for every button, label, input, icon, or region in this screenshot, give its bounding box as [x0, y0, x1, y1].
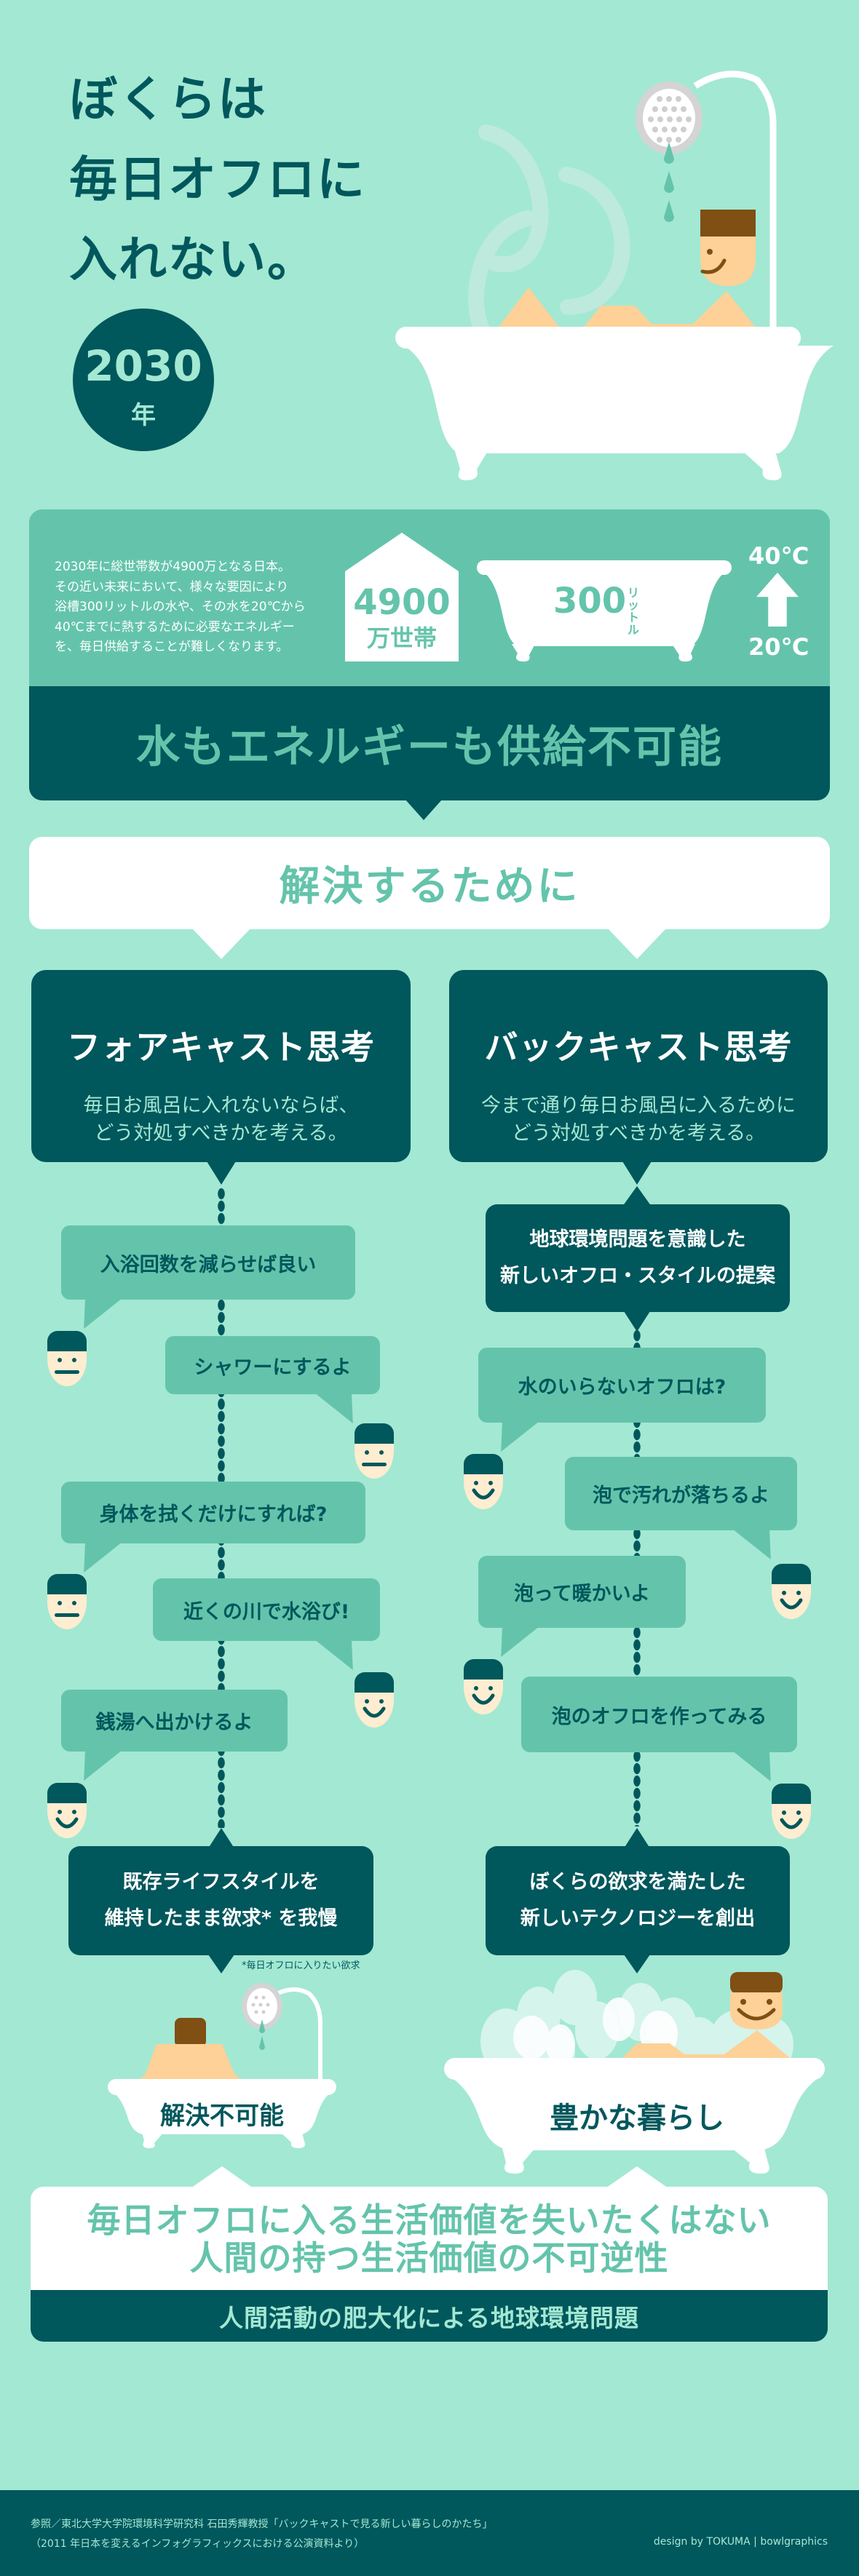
year-value: 2030 — [84, 341, 202, 391]
backcast-title: バックキャスト思考 — [484, 1027, 793, 1067]
forecast-bubble-3: 身体を拭くだけにすれば? — [61, 1482, 365, 1543]
result-line-1: 既存ライフスタイルを — [122, 1871, 320, 1893]
proposal-line-2: 新しいオフロ・スタイルの提案 — [500, 1265, 775, 1287]
pointer-icon — [208, 1828, 234, 1848]
backcast-bubble-3: 泡って暖かいよ — [478, 1556, 686, 1628]
forecast-header: フォアキャスト思考 毎日お風呂に入れないならば、 どう対処すべきかを考える。 — [31, 970, 411, 1162]
footnote: *毎日オフロに入りたい欲求 — [242, 1960, 360, 1971]
conclusion-box: 毎日オフロに入る生活価値を失いたくはない 人間の持つ生活価値の不可逆性 — [31, 2187, 828, 2290]
temp-low: 20℃ — [748, 633, 809, 661]
info-line: その近い未来において、様々な要因により — [55, 579, 289, 595]
bubble-tail — [314, 1639, 353, 1670]
bathtub-icon — [395, 327, 834, 480]
hero-title-line-1: ぼくらは — [69, 71, 267, 127]
footer: 参照／東北大学大学院環境科学研究科 石田秀輝教授「バックキャストで見る新しい暮ら… — [0, 2490, 859, 2576]
bubble-tail — [84, 1298, 122, 1329]
pointer-icon — [207, 1161, 236, 1185]
conclusion-line-2: 人間の持つ生活価値の不可逆性 — [189, 2238, 669, 2278]
conclusion-line-1: 毎日オフロに入る生活価値を失いたくはない — [87, 2201, 772, 2240]
person-back-icon — [134, 2018, 248, 2085]
info-line: 2030年に総世帯数が4900万となる日本。 — [55, 560, 291, 574]
face-icon — [47, 1331, 87, 1386]
backcast-bubble-2: 泡で汚れが落ちるよ — [565, 1457, 797, 1530]
bubble-tail — [501, 1421, 539, 1452]
pointer-icon — [192, 929, 250, 959]
forecast-desc-2: どう対処すべきかを考える。 — [94, 1122, 348, 1145]
forecast-result: 既存ライフスタイルを 維持したまま欲求* を我慢 — [68, 1846, 373, 1955]
face-icon — [355, 1672, 394, 1728]
backcast-bubble-1: 水のいらないオフロは? — [478, 1348, 766, 1423]
face-icon — [772, 1564, 811, 1619]
backcast-outcome: 豊かな暮らし — [550, 2102, 724, 2135]
result-line-2: 維持したまま欲求* を我慢 — [104, 1907, 338, 1930]
face-icon — [47, 1574, 87, 1629]
year-badge: 2030 年 — [73, 309, 214, 451]
forecast-bubble-2: シャワーにするよ — [165, 1336, 380, 1394]
bathtub-icon — [444, 2058, 825, 2174]
result-line-2: 新しいテクノロジーを創出 — [520, 1907, 756, 1930]
bubble-tail — [501, 1626, 539, 1657]
info-line: 40℃までに熱するために必要なエネルギー — [55, 619, 295, 635]
face-icon — [464, 1454, 503, 1509]
bath-volume: 300 — [553, 581, 627, 621]
forecast-bubble-1: 入浴回数を減らせば良い — [61, 1225, 355, 1300]
solve-heading: 解決するために — [29, 837, 830, 929]
forecast-title: フォアキャスト思考 — [67, 1027, 375, 1067]
reference-line-1: 参照／東北大学大学院環境科学研究科 石田秀輝教授「バックキャストで見る新しい暮ら… — [31, 2519, 493, 2530]
forecast-outcome: 解決不可能 — [160, 2102, 284, 2131]
bathtub-icon — [477, 560, 732, 662]
backcast-bubble-4: 泡のオフロを作ってみる — [521, 1677, 797, 1752]
info-line: を、毎日供給することが難しくなります。 — [55, 640, 289, 654]
pointer-icon — [624, 1311, 650, 1332]
hero-title-line-3: 入れない。 — [69, 231, 317, 287]
pointer-icon — [622, 1186, 652, 1206]
face-icon — [355, 1423, 394, 1479]
pointer-icon — [405, 800, 442, 820]
hero-bath-illustration — [395, 71, 834, 480]
bubble-tail — [84, 1542, 122, 1573]
backcast-proposal: 地球環境問題を意識した 新しいオフロ・スタイルの提案 — [486, 1204, 790, 1312]
bubble-tail — [84, 1750, 122, 1781]
face-icon — [464, 1659, 503, 1714]
backcast-desc-1: 今まで通り毎日お風呂に入るために — [481, 1094, 796, 1117]
credit: design by TOKUMA | bowlgraphics — [653, 2536, 828, 2548]
forecast-bubble-5: 銭湯へ出かけるよ — [61, 1690, 288, 1752]
households-value: 4900 — [353, 582, 451, 623]
shower-icon — [636, 71, 777, 329]
info-paragraph: 2030年に総世帯数が4900万となる日本。 その近い未来において、様々な要因に… — [55, 557, 306, 658]
backcast-desc-2: どう対処すべきかを考える。 — [511, 1122, 766, 1145]
bathtub-icon — [108, 2079, 336, 2149]
hero-title-line-2: 毎日オフロに — [69, 151, 366, 207]
face-icon — [772, 1784, 811, 1839]
outcome-illustrations — [108, 1970, 825, 2174]
backcast-header: バックキャスト思考 今まで通り毎日お風呂に入るために どう対処すべきかを考える。 — [449, 970, 828, 1162]
backcast-result: ぼくらの欲求を満たした 新しいテクノロジーを創出 — [486, 1846, 790, 1955]
forecast-bubble-4: 近くの川で水浴び! — [153, 1578, 380, 1641]
face-icon — [47, 1783, 87, 1838]
problem-banner: 人間活動の肥大化による地球環境問題 — [31, 2290, 828, 2342]
proposal-line-1: 地球環境問題を意識した — [529, 1228, 746, 1251]
info-line: 浴槽300リットルの水や、その水を20℃から — [55, 600, 306, 614]
pointer-icon — [624, 1828, 650, 1848]
result-line-1: ぼくらの欲求を満たした — [529, 1871, 746, 1893]
bubble-tail — [732, 1529, 771, 1559]
forecast-desc-1: 毎日お風呂に入れないならば、 — [83, 1094, 359, 1117]
bath-volume-unit: リットル — [628, 586, 640, 637]
pointer-icon — [622, 1161, 652, 1185]
conclusion-banner: 水もエネルギーも供給不可能 — [29, 686, 830, 800]
bubble-tail — [732, 1751, 771, 1781]
shower-icon — [242, 1983, 322, 2080]
pointer-icon — [608, 929, 666, 959]
temp-high: 40℃ — [748, 542, 809, 570]
reference-line-2: （2011 年日本を変えるインフォグラフィックスにおける公演資料より） — [31, 2538, 365, 2550]
households-unit: 万世帯 — [366, 624, 437, 652]
year-unit: 年 — [131, 401, 156, 430]
bubble-tail — [314, 1393, 353, 1423]
